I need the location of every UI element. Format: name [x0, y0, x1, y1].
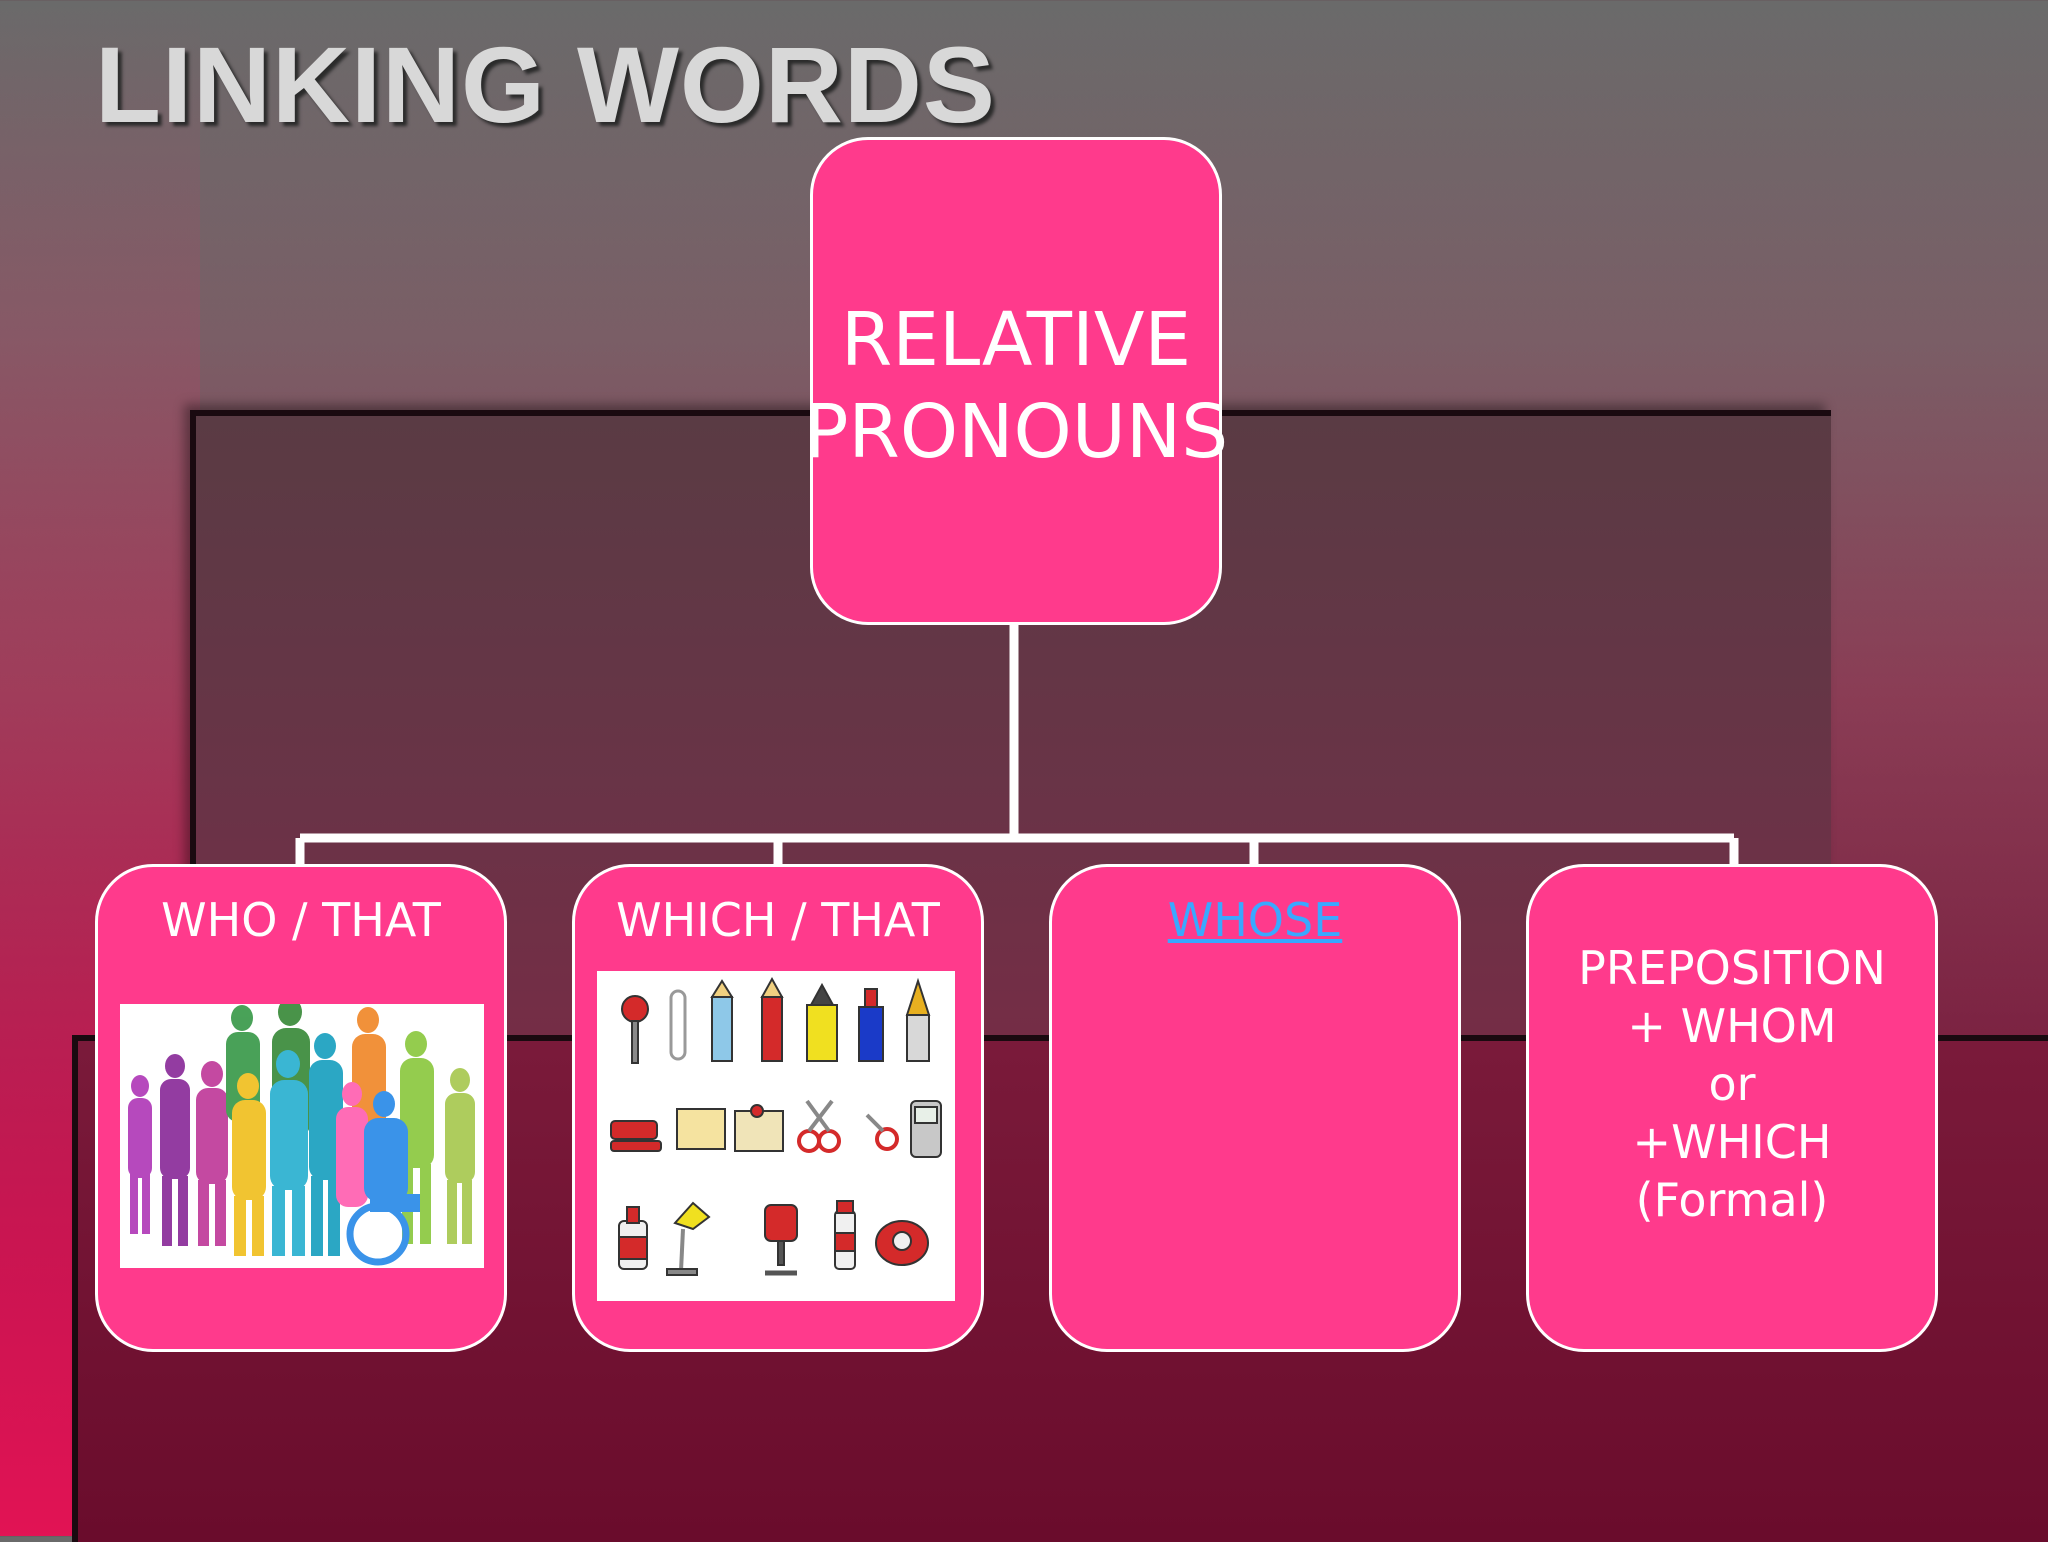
node-which-that: WHICH / THAT [572, 864, 984, 1352]
node-who-that: WHO / THAT [95, 864, 507, 1352]
node-label: PREPOSITION + WHOM or +WHICH (Formal) [1578, 941, 1886, 1227]
whose-link[interactable]: WHOSE [1167, 893, 1343, 947]
people-silhouettes-image [120, 1004, 484, 1268]
node-label: WHO / THAT [161, 893, 441, 947]
node-preposition-whom-which: PREPOSITION + WHOM or +WHICH (Formal) [1526, 864, 1938, 1352]
node-label: RELATIVE PRONOUNS [803, 297, 1229, 475]
node-relative-pronouns: RELATIVE PRONOUNS [804, 137, 1228, 625]
slide-title: LINKING WORDS [95, 24, 996, 145]
office-objects-image [597, 971, 955, 1301]
node-whose: WHOSE [1049, 864, 1461, 1352]
node-label: WHICH / THAT [616, 893, 940, 947]
